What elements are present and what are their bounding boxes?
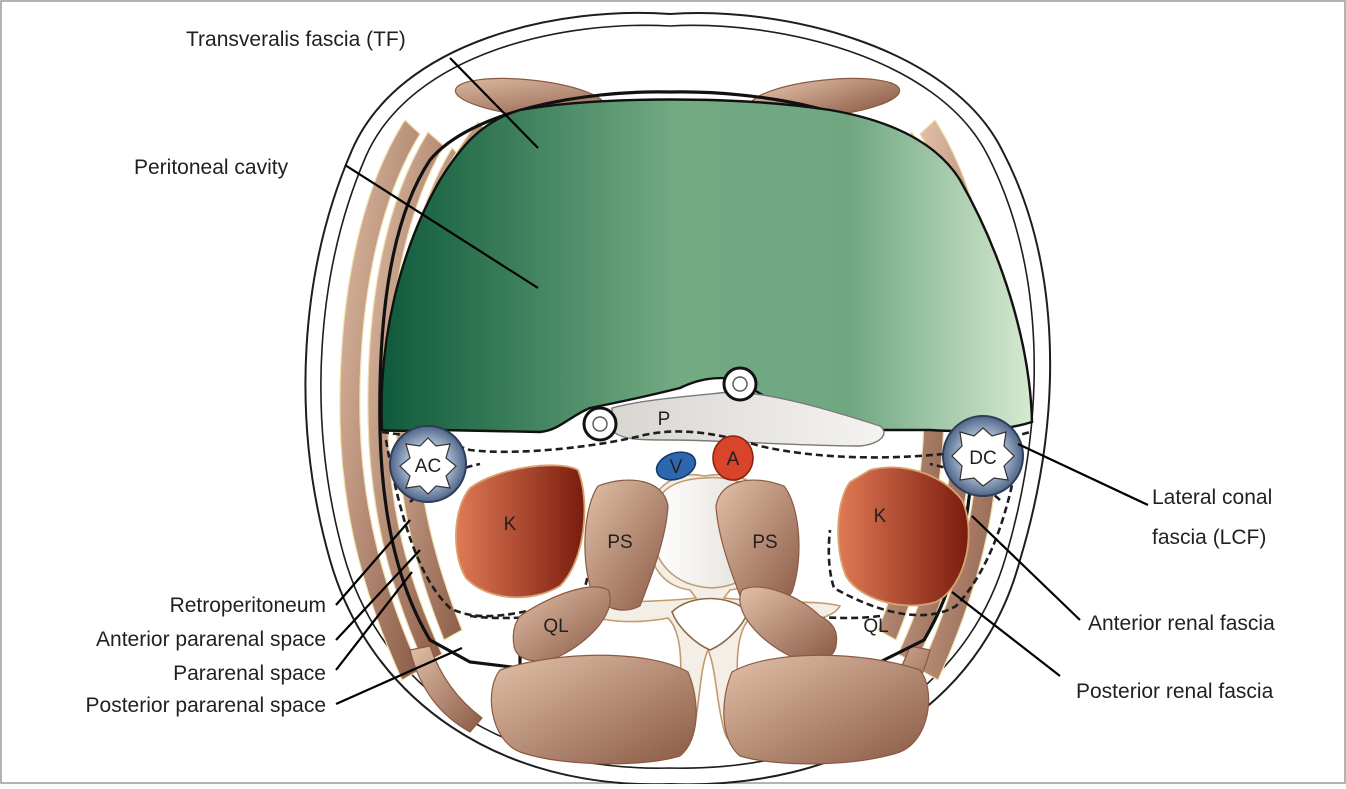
right-erector-spinae [724,655,929,764]
right-quadratus-lumborum-label: QL [863,616,888,637]
label-lateral-conal-fascia-line2: fascia (LCF) [1152,526,1266,549]
vena-cava-label: V [670,457,683,478]
label-anterior-pararenal-space: Anterior pararenal space [96,628,326,651]
label-posterior-pararenal-space: Posterior pararenal space [86,694,326,717]
right-kidney-label: K [874,506,887,527]
label-peritoneal-cavity: Peritoneal cavity [134,156,289,179]
label-anterior-renal-fascia: Anterior renal fascia [1088,612,1275,635]
left-quadratus-lumborum-label: QL [543,616,568,637]
aorta: A [713,436,753,480]
left-kidney: K [456,465,585,597]
aorta-label: A [727,449,740,470]
label-pararenal-space: Pararenal space [173,662,326,685]
descending-colon-label: DC [969,448,996,469]
duodenum-left-ring [584,408,616,440]
label-posterior-renal-fascia: Posterior renal fascia [1076,680,1274,703]
label-lateral-conal-fascia-line1: Lateral conal [1152,486,1272,509]
mesenteric-vessel-ring [724,368,756,400]
left-psoas-label: PS [607,532,632,553]
label-transversalis-fascia: Transveralis fascia (TF) [186,28,406,51]
pancreas-label: P [658,409,671,430]
left-kidney-label: K [504,514,517,535]
label-retroperitoneum: Retroperitoneum [170,594,326,617]
right-kidney: K [838,467,968,605]
right-psoas-label: PS [752,532,777,553]
left-erector-spinae [491,655,696,764]
descending-colon: DC [943,416,1023,496]
ascending-colon-label: AC [415,456,441,477]
ascending-colon: AC [390,426,466,502]
